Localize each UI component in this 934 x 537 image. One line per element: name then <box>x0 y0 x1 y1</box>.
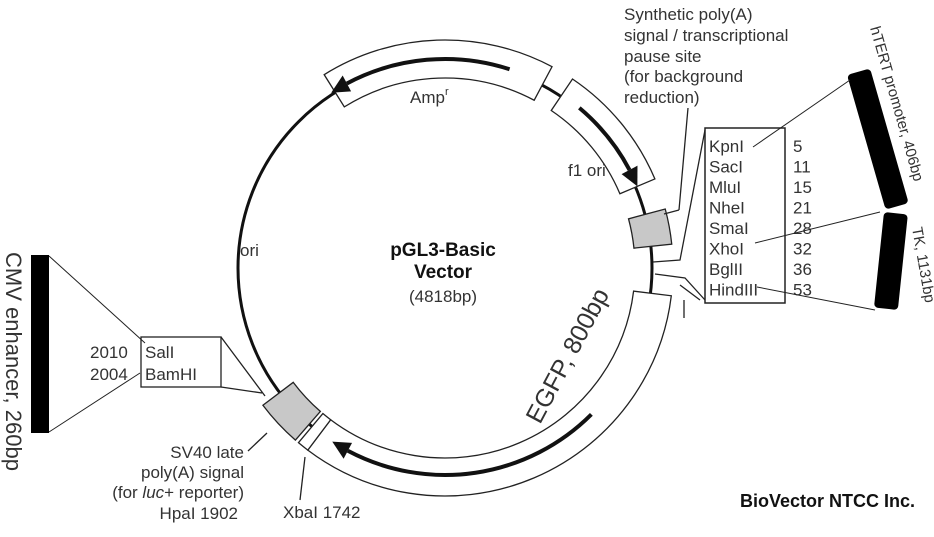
mcs-enzyme: MluI <box>709 178 741 197</box>
xbai-site <box>297 412 332 451</box>
mcs-enzyme: KpnI <box>709 137 744 156</box>
sali-pos: 2010 <box>90 343 128 362</box>
amp-label: Ampr <box>410 86 449 107</box>
mcs-enzyme: NheI <box>709 199 745 218</box>
mcs-position: 21 <box>793 199 812 218</box>
mcs-enzyme: SmaI <box>709 219 749 238</box>
svg-text:HpaI 1902: HpaI 1902 <box>160 504 238 523</box>
svg-text:poly(A) signal: poly(A) signal <box>141 463 244 482</box>
mcs-position: 11 <box>793 158 811 177</box>
sali-label: SalI <box>145 343 174 362</box>
tk-label: TK, 1131bp <box>908 226 934 304</box>
egfp-feature <box>306 290 673 497</box>
svg-text:signal / transcriptional: signal / transcriptional <box>624 26 788 45</box>
sali-bamhi-box <box>140 336 222 388</box>
svg-text:(for luc+ reporter): (for luc+ reporter) <box>112 483 244 502</box>
mcs-position: 28 <box>793 219 812 238</box>
f1-ori-arrow <box>578 106 632 171</box>
synthetic-polya-feature <box>627 208 673 249</box>
svg-text:Synthetic poly(A): Synthetic poly(A) <box>624 5 753 24</box>
watermark: BioVector NTCC Inc. <box>740 491 915 511</box>
svg-text:SV40 late: SV40 late <box>170 443 244 462</box>
bamhi-pos: 2004 <box>90 365 128 384</box>
cmv-label: CMV enhancer, 260bp <box>1 252 26 471</box>
mcs-box <box>704 127 786 304</box>
f1-ori-arrow-head <box>621 165 638 187</box>
mcs-position: 32 <box>793 240 812 259</box>
mcs-position: 5 <box>793 137 802 156</box>
egfp-arrow-head <box>332 441 353 459</box>
amp-feature <box>323 39 553 108</box>
xbai-label: XbaI 1742 <box>283 503 361 522</box>
vector-name-2: Vector <box>414 262 473 283</box>
mcs-enzyme: XhoI <box>709 240 744 259</box>
htert-insert <box>847 69 908 209</box>
vector-size: (4818bp) <box>409 287 477 306</box>
mcs-enzyme: HindIII <box>709 281 758 300</box>
svg-text:(for background: (for background <box>624 67 743 86</box>
ori-label: ori <box>240 241 259 260</box>
mcs-position: 36 <box>793 260 812 279</box>
amp-arrow-head <box>331 75 352 93</box>
egfp-arrow <box>346 412 593 477</box>
synthetic-polya-label: Synthetic poly(A) signal / transcription… <box>624 5 788 107</box>
f1-ori-label: f1 ori <box>568 161 606 180</box>
mcs-position: 15 <box>793 178 812 197</box>
sv40-label: SV40 late poly(A) signal (for luc+ repor… <box>112 443 244 523</box>
cmv-enhancer-insert <box>31 255 49 433</box>
bamhi-label: BamHI <box>145 365 197 384</box>
mcs-enzyme: BglII <box>709 260 743 279</box>
svg-text:reduction): reduction) <box>624 88 700 107</box>
vector-name: pGL3-Basic <box>390 240 496 261</box>
mcs-enzyme: SacI <box>709 158 743 177</box>
sv40-polya-feature <box>262 381 322 441</box>
amp-arrow <box>345 57 511 86</box>
tk-insert <box>874 212 908 310</box>
svg-text:pause site: pause site <box>624 47 702 66</box>
